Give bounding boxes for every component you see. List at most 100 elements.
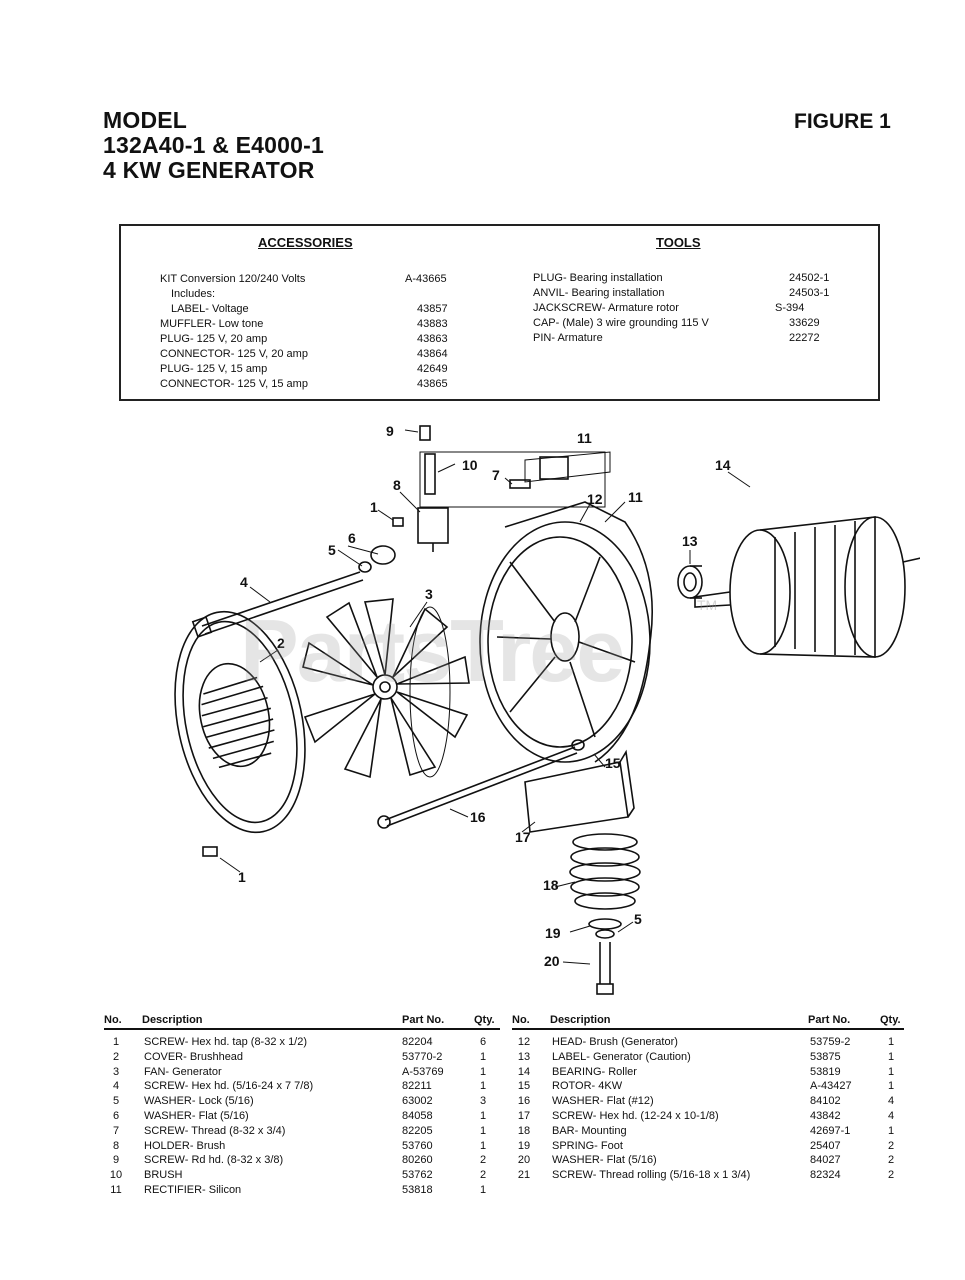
part-number-index: 19 xyxy=(517,1139,531,1152)
brush-head xyxy=(479,501,653,763)
part-number: 84058 xyxy=(402,1110,433,1122)
brush-holder xyxy=(417,507,449,552)
accessory-part: 43864 xyxy=(417,348,448,360)
tool-part: 33629 xyxy=(789,317,820,329)
accessory-desc: PLUG- 125 V, 20 amp xyxy=(160,333,268,345)
generator-subtitle: 4 KW GENERATOR xyxy=(103,157,315,183)
part-number-index: 21 xyxy=(517,1169,531,1182)
part-description: WASHER- Flat (5/16) xyxy=(552,1154,657,1167)
accessory-desc: KIT Conversion 120/240 Volts xyxy=(160,273,306,285)
callout-14: 13 xyxy=(682,533,698,549)
silicon-rectifier xyxy=(539,456,569,480)
callout-20: 19 xyxy=(545,925,561,941)
lock-washer-5 xyxy=(358,561,372,573)
model-title-block: MODEL 132A40-1 & E4000-1 4 KW GENERATOR xyxy=(103,108,324,183)
accessory-desc: MUFFLER- Low tone xyxy=(160,318,264,330)
callout-9: 9 xyxy=(386,423,394,439)
part-number: 84027 xyxy=(810,1154,841,1167)
part-number: 43842 xyxy=(810,1110,841,1122)
accessory-desc: Includes: xyxy=(171,288,216,300)
part-description: RECTIFIER- Silicon xyxy=(144,1184,242,1196)
part-number-index: 1 xyxy=(112,1036,120,1048)
callout-11-label: 11 xyxy=(577,430,592,446)
part-description: COVER- Brushhead xyxy=(144,1050,244,1063)
part-quantity: 1 xyxy=(888,1080,895,1093)
part-number: 84102 xyxy=(810,1095,841,1108)
part-description: WASHER- Flat (#12) xyxy=(552,1095,654,1108)
part-number-index: 14 xyxy=(517,1065,531,1078)
part-quantity: 2 xyxy=(480,1169,487,1182)
part-description: BAR- Mounting xyxy=(552,1124,627,1137)
part-number-index: 7 xyxy=(112,1124,120,1137)
part-number: 53760 xyxy=(402,1139,433,1152)
part-number-index: 4 xyxy=(112,1080,120,1093)
callout-2: 2 xyxy=(277,635,285,651)
brush xyxy=(424,453,436,495)
accessory-part: 43883 xyxy=(417,318,448,330)
part-description: LABEL- Generator (Caution) xyxy=(552,1050,691,1063)
accessory-part: 42649 xyxy=(417,363,448,375)
part-number: A-53769 xyxy=(402,1065,444,1078)
tool-desc: PIN- Armature xyxy=(533,332,603,344)
part-number-index: 9 xyxy=(112,1154,120,1167)
tool-desc: CAP- (Male) 3 wire grounding 115 V xyxy=(533,317,709,329)
exploded-parts-diagram: 9 10 7 8 1 6 5 4 3 2 11 12 13 14 11 11 1… xyxy=(174,423,920,995)
part-number: 53770-2 xyxy=(402,1050,443,1063)
tool-part: 24502-1 xyxy=(789,272,830,284)
model-heading: MODEL xyxy=(103,107,188,133)
header-rule xyxy=(104,1028,500,1030)
rd-hd-screw xyxy=(419,425,431,441)
part-description: SCREW- Hex hd. (5/16-24 x 7 7/8) xyxy=(144,1080,314,1093)
part-number: 53762 xyxy=(402,1169,433,1182)
hex-screw-17 xyxy=(377,746,578,829)
part-number: 42697-1 xyxy=(810,1124,851,1137)
part-number-index: 11 xyxy=(110,1184,122,1196)
part-description: HOLDER- Brush xyxy=(144,1139,226,1152)
tools-heading: TOOLS xyxy=(656,235,701,250)
callout-18: 17 xyxy=(515,829,531,845)
thread-screw-7 xyxy=(509,479,531,489)
callout-5-top: 5 xyxy=(328,542,336,558)
tool-part: 24503-1 xyxy=(789,287,830,299)
hex-tap-screw-top xyxy=(392,517,404,527)
thread-rolling-screw xyxy=(596,942,614,995)
callout-21: 20 xyxy=(544,953,560,969)
part-quantity: 1 xyxy=(480,1110,487,1122)
callout-13: 12 xyxy=(587,491,603,507)
flat-washer-16 xyxy=(571,739,585,751)
tool-desc: PLUG- Bearing installation xyxy=(533,272,663,284)
part-quantity: 1 xyxy=(480,1139,487,1152)
hex-screw-long xyxy=(191,571,364,638)
hex-tap-screw-bottom xyxy=(202,846,218,857)
part-number-index: 18 xyxy=(517,1124,531,1137)
part-quantity: 2 xyxy=(888,1139,895,1152)
callout-19: 18 xyxy=(543,877,559,893)
flat-washer-6 xyxy=(370,545,396,565)
col-qty-header: Qty. xyxy=(474,1014,495,1026)
lock-washer xyxy=(595,929,615,939)
part-description: FAN- Generator xyxy=(144,1065,222,1078)
part-quantity: 4 xyxy=(888,1095,895,1108)
part-number-index: 16 xyxy=(517,1095,531,1108)
callout-4: 4 xyxy=(240,574,248,590)
mounting-bar xyxy=(524,749,635,833)
part-description: ROTOR- 4KW xyxy=(552,1080,623,1093)
part-description: SCREW- Thread (8-32 x 3/4) xyxy=(144,1124,286,1137)
part-quantity: 4 xyxy=(888,1110,895,1122)
col-desc-header: Description xyxy=(142,1014,203,1026)
accessory-part: 43865 xyxy=(417,378,448,390)
part-quantity: 2 xyxy=(888,1169,895,1182)
callout-12: 11 xyxy=(628,489,643,505)
accessories-heading: ACCESSORIES xyxy=(258,235,353,250)
part-number: 80260 xyxy=(402,1154,433,1167)
part-quantity: 1 xyxy=(480,1124,487,1137)
part-number-index: 10 xyxy=(109,1169,123,1182)
part-quantity: 1 xyxy=(480,1065,487,1078)
callout-15: 14 xyxy=(715,457,731,473)
part-number: 82204 xyxy=(402,1036,433,1048)
col-qty-header: Qty. xyxy=(880,1014,901,1026)
part-number-index: 8 xyxy=(112,1139,120,1152)
part-number: 25407 xyxy=(810,1139,841,1152)
part-number: 53875 xyxy=(810,1050,841,1063)
tool-part: S-394 xyxy=(775,302,805,314)
